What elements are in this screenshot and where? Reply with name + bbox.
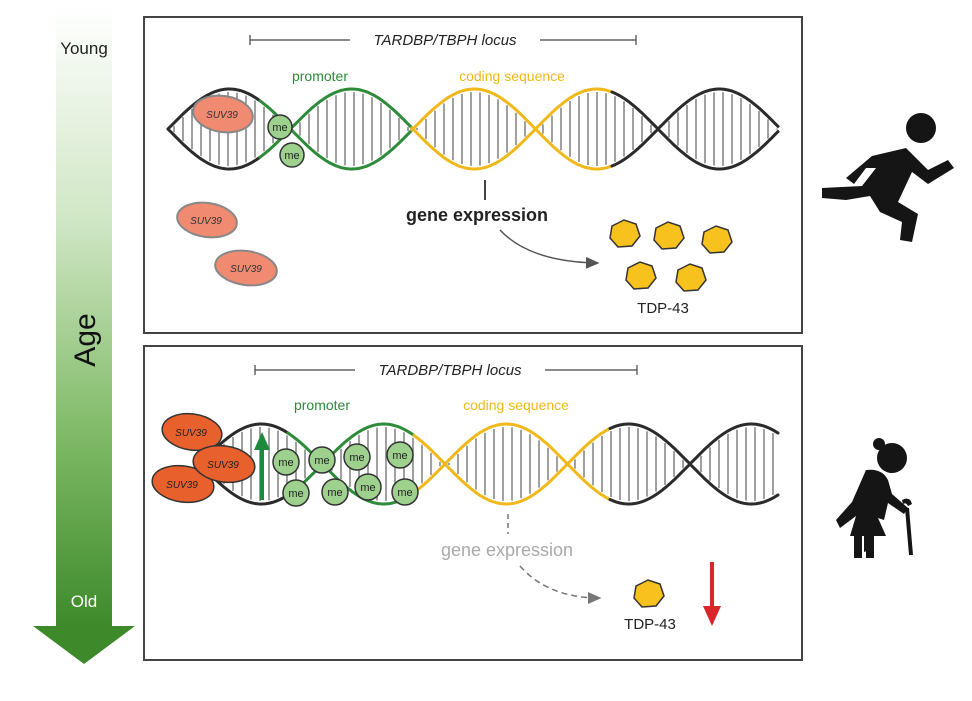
me-label: me: [314, 455, 329, 467]
old-panel: TARDBP/TBPH locus promoter coding sequen…: [143, 345, 803, 661]
young-expression-label: gene expression: [406, 205, 548, 225]
young-coding-label: coding sequence: [459, 68, 565, 84]
me-label: me: [288, 488, 303, 500]
age-axis: Young Old Age: [33, 6, 135, 664]
dna-strand: [286, 422, 416, 497]
old-tdp43-label: TDP-43: [624, 616, 676, 633]
me-label: me: [360, 482, 375, 494]
suv39-label: SUV39: [206, 110, 238, 121]
young-suv39-bound: SUV39: [192, 94, 254, 134]
young-expression-arrow: [499, 229, 600, 269]
old-coding-label: coding sequence: [463, 397, 569, 413]
old-up-arrow: [254, 432, 270, 500]
old-me-mark: me: [343, 443, 371, 471]
dna-strand: [286, 431, 416, 506]
me-label: me: [397, 487, 412, 499]
age-old-label: Old: [71, 592, 97, 611]
old-locus-label: TARDBP/TBPH locus: [378, 362, 522, 379]
old-suv39-3: SUV39: [151, 464, 215, 504]
me-label: me: [272, 122, 287, 134]
dna-strand: [608, 422, 780, 506]
old-suv39-1: SUV39: [161, 412, 223, 452]
running-person-icon: [822, 113, 954, 242]
suv39-label: SUV39: [175, 428, 207, 439]
old-promoter-label: promoter: [294, 397, 350, 413]
old-me-mark: me: [272, 448, 300, 476]
old-expression-label: gene expression: [441, 540, 573, 560]
young-tdp43-cluster: [609, 219, 733, 292]
dna-strand: [412, 422, 612, 501]
old-me-mark: me: [308, 446, 336, 474]
dna-strand: [608, 422, 780, 506]
old-me-marks: me me me me me me me me: [272, 441, 419, 507]
old-suv39-2: SUV39: [192, 444, 256, 484]
old-me-mark: me: [354, 473, 382, 501]
me-label: me: [349, 452, 364, 464]
young-tdp43-label: TDP-43: [637, 300, 689, 317]
old-tdp43-protein: [633, 579, 665, 608]
dna-strand: [412, 427, 612, 506]
me-label: me: [278, 457, 293, 469]
me-label: me: [284, 150, 299, 162]
suv39-label: SUV39: [166, 480, 198, 491]
suv39-label: SUV39: [207, 460, 239, 471]
young-suv39-free-2: SUV39: [214, 249, 278, 287]
elderly-person-with-cane-icon: [836, 438, 913, 558]
age-arrow-head: [33, 626, 135, 664]
young-locus-label: TARDBP/TBPH locus: [373, 32, 517, 49]
young-promoter-label: promoter: [292, 68, 348, 84]
age-young-label: Young: [60, 39, 108, 58]
old-me-mark: me: [386, 441, 414, 469]
suv39-label: SUV39: [230, 264, 262, 275]
young-panel: TARDBP/TBPH locus promoter coding sequen…: [143, 16, 803, 334]
dna-strand: [610, 90, 780, 171]
dna-strand: [166, 87, 262, 131]
young-panel-frame: [143, 16, 803, 334]
age-gradient-bar: [56, 6, 112, 626]
dna-strand: [166, 127, 262, 171]
dna-strand: [410, 87, 614, 171]
old-me-mark: me: [321, 478, 349, 506]
young-dna-helix: [166, 87, 780, 171]
old-expression-arrow: [519, 565, 602, 604]
age-title: Age: [69, 313, 102, 366]
old-me-mark: me: [391, 478, 419, 506]
young-me-1: me: [267, 114, 293, 140]
old-me-mark: me: [282, 479, 310, 507]
dna-strand: [410, 87, 614, 171]
suv39-label: SUV39: [190, 216, 222, 227]
me-label: me: [327, 487, 342, 499]
me-label: me: [392, 450, 407, 462]
young-me-2: me: [279, 142, 305, 168]
young-suv39-free-1: SUV39: [176, 201, 238, 239]
old-panel-frame: [143, 345, 803, 661]
young-locus-bar: [249, 35, 637, 45]
old-down-arrow: [703, 562, 721, 626]
dna-strand: [610, 87, 780, 168]
old-locus-bar: [254, 365, 638, 375]
